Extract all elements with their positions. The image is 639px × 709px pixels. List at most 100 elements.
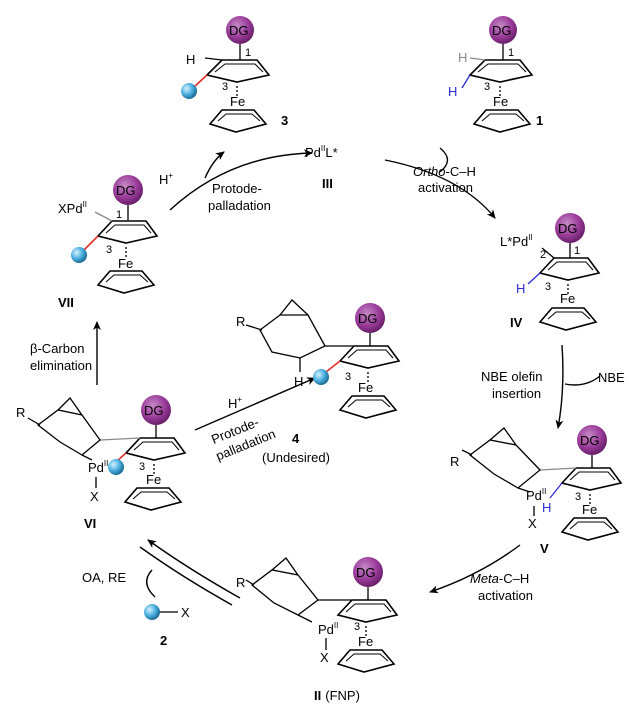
svg-text:DG: DG [116, 183, 136, 198]
svg-text:3: 3 [354, 621, 360, 633]
svg-text:H: H [458, 50, 467, 65]
dg-sphere [489, 16, 517, 44]
entry-nbe [564, 375, 601, 386]
arrow-II-to-VI [147, 539, 241, 599]
svg-text:1: 1 [508, 47, 514, 59]
label-III: III [322, 176, 333, 191]
cycle-arrows [93, 147, 601, 606]
compound-4: DG [245, 299, 401, 419]
svg-text:3: 3 [345, 371, 351, 383]
svg-text:Fe: Fe [230, 94, 245, 109]
svg-text:3: 3 [222, 81, 228, 93]
svg-text:X: X [528, 516, 537, 531]
ball [181, 83, 197, 99]
svg-text:Fe: Fe [582, 502, 597, 517]
svg-text:2: 2 [540, 249, 546, 261]
svg-text:DG: DG [358, 311, 378, 326]
compound-VII: DG [83, 175, 159, 294]
nbe-olefin-label: NBE olefin [481, 369, 542, 384]
svg-text:3: 3 [484, 81, 490, 93]
arrow-to-3 [204, 151, 225, 179]
undesired-label: (Undesired) [262, 450, 330, 465]
step-labels: Ortho-C–H activation NBE olefin insertio… [30, 164, 625, 603]
compound-V: DG [461, 425, 623, 541]
label-VII: VII [58, 295, 74, 310]
compound-IV: DG [527, 213, 601, 331]
ortho-label: Ortho-C–H [413, 164, 476, 179]
svg-text:PdIIL*: PdIIL* [305, 144, 338, 160]
oa-re-label: OA, RE [82, 570, 126, 585]
beta-carbon-label: β-Carbon [30, 341, 84, 356]
svg-text:X: X [181, 605, 190, 620]
svg-text:R: R [236, 314, 245, 329]
svg-text:X: X [320, 650, 329, 665]
svg-text:Fe: Fe [358, 380, 373, 395]
compound-II: DG [245, 557, 399, 673]
svg-text:H: H [542, 500, 551, 515]
svg-text:DG: DG [356, 565, 376, 580]
entry-1 [439, 147, 449, 173]
svg-text:Fe: Fe [560, 291, 575, 306]
svg-text:DG: DG [144, 403, 164, 418]
svg-text:DG: DG [492, 23, 512, 38]
label-VI: VI [84, 516, 96, 531]
label-II: II(FNP) [314, 688, 360, 703]
svg-text:R: R [450, 454, 459, 469]
svg-text:R: R [16, 405, 25, 420]
svg-text:DG: DG [580, 433, 600, 448]
svg-text:Fe: Fe [118, 256, 133, 271]
svg-text:3: 3 [575, 491, 581, 503]
svg-text:X: X [90, 489, 99, 504]
svg-text:R: R [236, 575, 245, 590]
insertion-label: insertion [492, 386, 541, 401]
svg-text:H: H [294, 374, 303, 389]
svg-text:Fe: Fe [146, 472, 161, 487]
arrow-III-to-IV [384, 159, 496, 219]
meta-activation-label: activation [478, 588, 533, 603]
svg-text:L*PdII: L*PdII [500, 233, 533, 249]
entry-2 [146, 569, 156, 598]
svg-text:XPdII: XPdII [58, 200, 87, 216]
svg-text:H: H [448, 84, 457, 99]
svg-text:1: 1 [116, 209, 122, 221]
label-IV: IV [510, 315, 523, 330]
svg-text:3: 3 [106, 244, 112, 256]
svg-text:3: 3 [139, 461, 145, 473]
compound-1: DG [461, 16, 534, 133]
svg-text:1: 1 [245, 47, 251, 59]
svg-text:PdII: PdII [526, 487, 546, 503]
svg-text:Fe: Fe [358, 634, 373, 649]
svg-text:3: 3 [545, 281, 551, 293]
compound-3: DG [193, 16, 271, 133]
meta-label: Meta-C–H [470, 571, 529, 586]
svg-text:PdII: PdII [88, 459, 108, 475]
compound-VI: DG [27, 395, 187, 511]
label-2: 2 [160, 633, 167, 648]
svg-text:H: H [516, 281, 525, 296]
svg-text:DG: DG [229, 23, 249, 38]
arrow-VI-to-4 [194, 377, 316, 431]
label-3: 3 [281, 113, 288, 128]
label-4: 4 [292, 431, 300, 446]
arrow-V-to-II [429, 544, 521, 594]
protode-top-label: Protode- [212, 181, 262, 196]
arrow-VII-to-III [169, 149, 313, 211]
svg-text:DG: DG [558, 221, 578, 236]
ortho-activation-label: activation [418, 180, 473, 195]
label-V: V [540, 541, 549, 556]
h-plus-mid: H+ [228, 395, 242, 411]
palladation-top-label: palladation [208, 198, 271, 213]
arrow-II-to-VI-second [139, 546, 233, 606]
svg-text:PdII: PdII [318, 621, 338, 637]
catalyst-III: PdIIL* III [305, 144, 338, 191]
svg-text:H: H [186, 52, 195, 67]
svg-text:Fe: Fe [493, 94, 508, 109]
h-plus-top: H+ [159, 171, 173, 187]
nbe-reagent: NBE [598, 370, 625, 385]
label-1: 1 [536, 113, 543, 128]
reagent-2: X 2 [144, 604, 190, 648]
svg-text:1: 1 [574, 245, 580, 257]
arrow-IV-to-V [555, 344, 564, 429]
